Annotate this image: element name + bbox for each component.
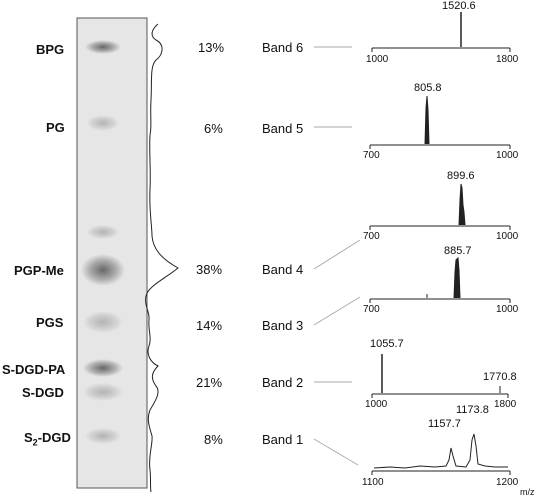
spectrum-band4-lower — [369, 256, 511, 303]
band-label-3: Band 3 — [262, 318, 304, 333]
tlc-spot-s-dgd — [83, 383, 123, 401]
lipid-label-s2-dgd: S2-DGD — [24, 430, 71, 448]
lipid-label-s-dgd-pa: S-DGD-PA — [2, 362, 66, 377]
spectrum-band4-lower-xmax: 1000 — [496, 304, 519, 315]
spectrum-band2 — [371, 354, 509, 398]
spectrum-band6-peak-label: 1520.6 — [442, 0, 476, 12]
spectrum-band4-upper-xmin: 700 — [363, 231, 380, 242]
percentage-band5: 6% — [204, 121, 223, 136]
spectrum-band4-lower-peak-label: 885.7 — [444, 245, 472, 257]
spectrum-band1-peak-label-2: 1173.8 — [456, 404, 489, 416]
spectrum-band6 — [371, 12, 511, 52]
densitometry-trace — [145, 23, 179, 493]
spectrum-band2-xmax: 1800 — [494, 399, 517, 410]
spectrum-band4-upper-peak-label: 899.6 — [447, 170, 475, 182]
spectrum-band1-xmin: 1100 — [362, 477, 384, 488]
tlc-spot-s2-dgd — [85, 428, 121, 444]
spectrum-band4-lower-peak — [453, 256, 461, 299]
spectrum-band4-upper — [369, 183, 511, 230]
spectrum-band2-xmin: 1000 — [365, 399, 388, 410]
lipid-label-s2-dgd-main: S — [24, 430, 33, 445]
spectrum-band2-peak-label-2: 1770.8 — [483, 371, 517, 383]
spectrum-band4-upper-peak — [458, 183, 466, 226]
lipid-label-s-dgd: S-DGD — [22, 385, 64, 400]
spectrum-band5-xmax: 1000 — [496, 150, 519, 161]
spectrum-band4-upper-xmax: 1000 — [496, 231, 519, 242]
band-label-6: Band 6 — [262, 40, 304, 55]
lipid-label-bpg: BPG — [36, 42, 65, 57]
connector-lines — [313, 46, 361, 466]
band-label-2: Band 2 — [262, 375, 304, 390]
spectrum-band5-peak-label: 805.8 — [414, 82, 442, 94]
spectrum-band4-lower-xmin: 700 — [363, 304, 380, 315]
lipid-label-pgs: PGS — [36, 315, 64, 330]
percentage-band1: 8% — [204, 432, 223, 447]
tlc-spot-pgp-me — [81, 254, 125, 286]
lipid-label-pg: PG — [46, 120, 65, 135]
spectrum-band1-trace — [373, 433, 508, 469]
band-label-5: Band 5 — [262, 121, 304, 136]
percentage-band6: 13% — [198, 40, 225, 55]
tlc-spot-bpg — [85, 40, 121, 54]
spectrum-band1-peak-label-1: 1157.7 — [428, 418, 461, 430]
mz-axis-label: m/z — [520, 487, 535, 497]
tlc-spot-pgs — [83, 311, 123, 333]
percentage-band2: 21% — [196, 375, 223, 390]
band-label-1: Band 1 — [262, 432, 304, 447]
spectrum-band6-xmax: 1800 — [496, 54, 519, 65]
lipid-label-s2-dgd-sub: 2 — [32, 437, 38, 448]
lipid-label-pgp-me: PGP-Me — [14, 263, 64, 278]
spectrum-band6-xmin: 1000 — [366, 54, 389, 65]
tlc-spot-faint — [87, 225, 119, 239]
spectrum-band2-peak-label-1: 1055.7 — [370, 338, 404, 350]
band-label-4: Band 4 — [262, 262, 304, 277]
lipid-label-s2-dgd-suffix: -DGD — [37, 430, 71, 445]
spectrum-band1-xmax: 1200 — [496, 477, 519, 488]
percentage-band4: 38% — [196, 262, 223, 277]
tlc-plate — [76, 17, 148, 489]
spectrum-band5-peak — [424, 95, 430, 145]
spectrum-band5-xmin: 700 — [363, 150, 380, 161]
percentage-band3: 14% — [196, 318, 223, 333]
spectrum-band5 — [369, 95, 511, 149]
tlc-spot-pg — [87, 115, 119, 131]
tlc-spot-s-dgd-pa — [83, 359, 123, 377]
spectrum-band1 — [371, 433, 511, 475]
